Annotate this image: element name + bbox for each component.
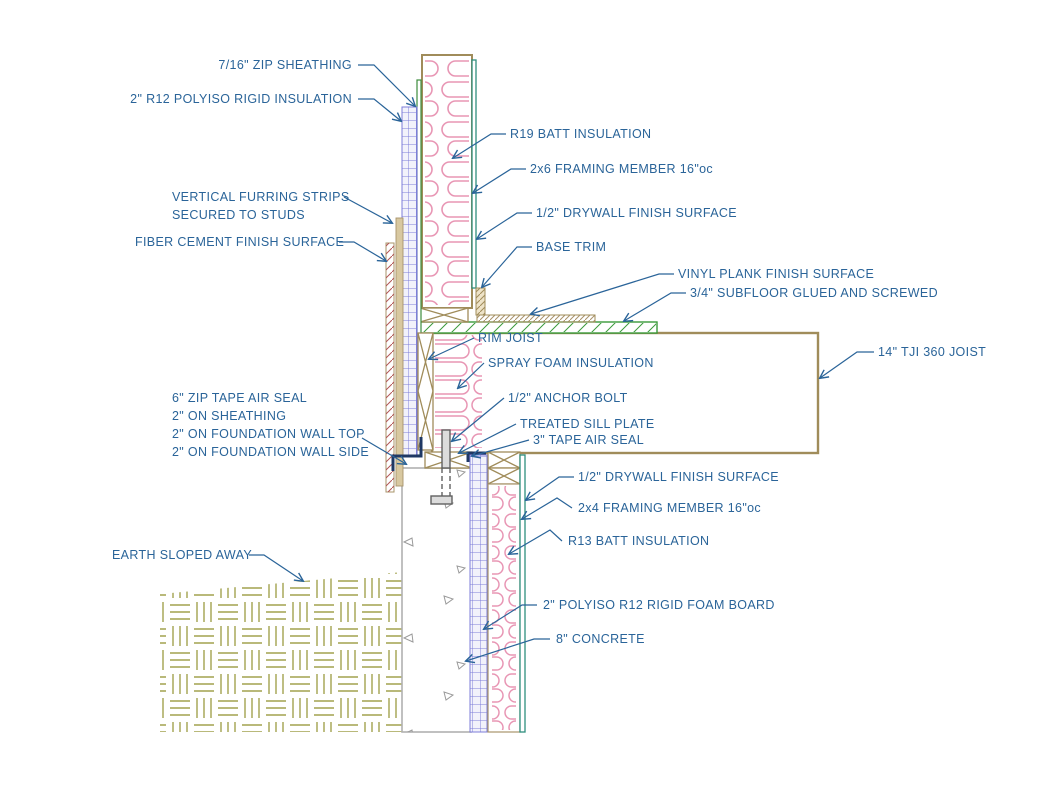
fiber-cement-layer — [385, 242, 395, 493]
label-zip-tape-line1: 6" ZIP TAPE AIR SEAL — [172, 391, 307, 405]
leader-fiber-cement — [339, 241, 386, 261]
label-framing-2x4: 2x4 FRAMING MEMBER 16"oc — [578, 501, 761, 515]
label-fiber-cement: FIBER CEMENT FINISH SURFACE — [135, 235, 344, 249]
leader-concrete — [466, 638, 550, 661]
leader-framing-2x6 — [473, 168, 526, 193]
label-vinyl-plank: VINYL PLANK FINISH SURFACE — [678, 267, 874, 281]
bottom-plate-blocking — [419, 307, 469, 323]
r13-batt-hatch — [492, 486, 516, 730]
label-polyiso-board: 2" POLYISO R12 RIGID FOAM BOARD — [543, 598, 775, 612]
leader-earth — [249, 554, 303, 581]
leader-polyiso-board — [484, 604, 537, 629]
furring-strip-layer — [395, 217, 404, 487]
label-base-trim: BASE TRIM — [536, 240, 606, 254]
concrete-foundation-wall — [401, 467, 472, 733]
leader-spray-foam — [458, 362, 485, 388]
label-r19-batt: R19 BATT INSULATION — [510, 127, 651, 141]
polyiso-interior-layer — [469, 454, 488, 733]
leader-subfloor — [624, 292, 686, 321]
label-zip-tape-line4: 2" ON FOUNDATION WALL SIDE — [172, 445, 369, 459]
leader-base-trim — [482, 246, 532, 287]
basement-top-plates — [487, 451, 521, 485]
drywall-upper-layer — [471, 59, 477, 289]
r19-batt-hatch — [425, 58, 469, 305]
label-subfloor: 3/4" SUBFLOOR GLUED AND SCREWED — [690, 286, 938, 300]
leader-vinyl-plank — [531, 273, 674, 314]
base-trim-block — [475, 287, 486, 316]
leader-lines — [249, 64, 874, 661]
label-tape-3in: 3" TAPE AIR SEAL — [533, 433, 644, 447]
leader-framing-2x4 — [522, 497, 573, 519]
label-spray-foam: SPRAY FOAM INSULATION — [488, 356, 654, 370]
drywall-lower-layer — [519, 454, 526, 733]
wall-2x6-framing — [421, 54, 473, 309]
polyiso-exterior-layer — [401, 106, 418, 456]
tji-joist-outline — [430, 331, 820, 455]
label-anchor-bolt: 1/2" ANCHOR BOLT — [508, 391, 628, 405]
label-furring-line1: VERTICAL FURRING STRIPS — [172, 190, 350, 204]
label-r13-batt: R13 BATT INSULATION — [568, 534, 709, 548]
leader-tape-3in — [472, 439, 530, 456]
label-concrete: 8" CONCRETE — [556, 632, 645, 646]
leader-rim-joist — [429, 337, 475, 359]
annotation-labels: 7/16" ZIP SHEATHING 2" R12 POLYISO RIGID… — [112, 58, 986, 646]
label-drywall-lower: 1/2" DRYWALL FINISH SURFACE — [578, 470, 779, 484]
label-zip-sheathing: 7/16" ZIP SHEATHING — [218, 58, 352, 72]
leader-r19-batt — [453, 133, 506, 158]
leader-sill-plate — [459, 423, 517, 453]
label-framing-2x6: 2x6 FRAMING MEMBER 16"oc — [530, 162, 713, 176]
rim-joist-member — [417, 332, 434, 451]
leader-anchor-bolt — [452, 397, 505, 441]
basement-2x4-framing — [487, 483, 521, 733]
label-zip-tape-line3: 2" ON FOUNDATION WALL TOP — [172, 427, 365, 441]
leader-polyiso-rigid — [358, 98, 401, 121]
label-tji-joist: 14" TJI 360 JOIST — [878, 345, 986, 359]
label-furring-line2: SECURED TO STUDS — [172, 208, 305, 222]
spray-foam-hatch — [435, 335, 482, 448]
leader-zip-tape — [361, 437, 406, 464]
vinyl-plank-layer — [476, 314, 596, 323]
leader-furring — [343, 196, 392, 223]
label-earth: EARTH SLOPED AWAY — [112, 548, 252, 562]
leader-drywall-lower — [526, 476, 574, 500]
leader-r13-batt — [509, 529, 563, 554]
label-polyiso-rigid: 2" R12 POLYISO RIGID INSULATION — [130, 92, 352, 106]
leader-drywall-upper — [477, 212, 532, 239]
label-drywall-upper: 1/2" DRYWALL FINISH SURFACE — [536, 206, 737, 220]
anchor-bolt — [430, 429, 453, 505]
earth-hatch — [160, 572, 402, 732]
leader-zip-sheathing — [358, 64, 415, 106]
label-rim-joist: RIM JOIST — [478, 331, 543, 345]
label-sill-plate: TREATED SILL PLATE — [520, 417, 655, 431]
leader-tji-joist — [820, 351, 874, 378]
label-zip-tape-line2: 2" ON SHEATHING — [172, 409, 286, 423]
